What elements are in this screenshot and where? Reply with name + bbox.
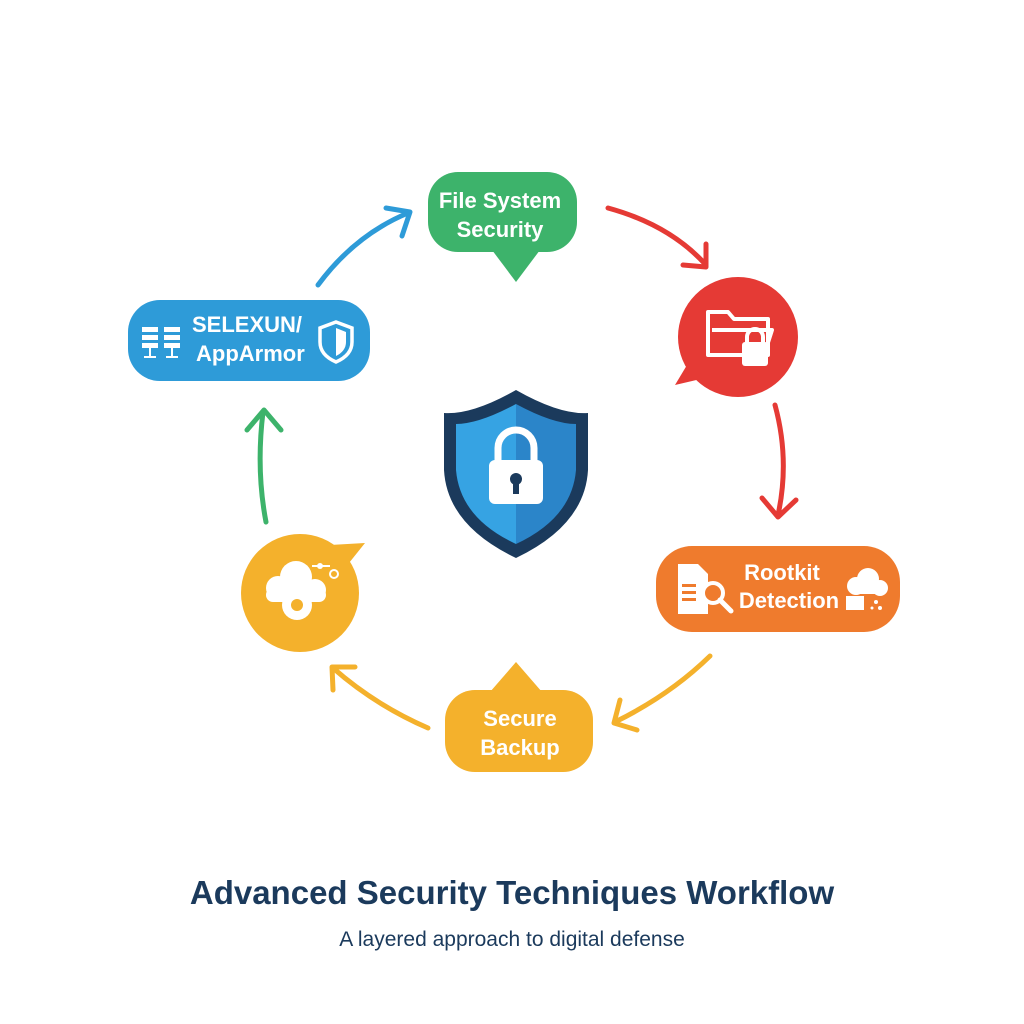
- node-selinux-apparmor[interactable]: SELEXUN/ AppArmor: [128, 300, 370, 381]
- shield-icon: [318, 320, 354, 364]
- arrow-filesystem-to-encryption: [605, 205, 709, 270]
- arrow-encryption-to-rootkit: [759, 402, 799, 520]
- arrow-selinux-to-filesystem: [315, 205, 413, 288]
- node-secure-backup[interactable]: Secure Backup: [445, 662, 593, 772]
- document-search-icon: [678, 564, 734, 614]
- node-encryption[interactable]: [675, 277, 798, 397]
- arrow-rootkit-to-backup: [611, 653, 713, 733]
- diagram-subtitle: A layered approach to digital defense: [339, 928, 685, 951]
- node-label-line2: Backup: [480, 735, 559, 760]
- server-rack-icon: [142, 327, 180, 358]
- arrow-backup-to-cloud: [329, 664, 431, 731]
- node-cloud-configuration[interactable]: [241, 534, 365, 652]
- node-label-line1: Rootkit: [744, 560, 820, 585]
- node-label-line2: Security: [457, 217, 545, 242]
- cloud-breach-icon: [846, 568, 888, 610]
- cloud-gear-icon: [266, 561, 339, 620]
- node-label-line1: File System: [439, 188, 561, 213]
- node-file-system-security[interactable]: File System Security: [428, 172, 577, 282]
- diagram-title: Advanced Security Techniques Workflow: [190, 874, 835, 911]
- arrow-cloud-to-selinux: [244, 407, 284, 525]
- folder-lock-icon: [706, 310, 774, 366]
- center-shield-lock-icon: [444, 390, 588, 558]
- node-label-line1: Secure: [483, 706, 556, 731]
- node-label-line2: Detection: [739, 588, 839, 613]
- node-label-line1: SELEXUN/: [192, 312, 302, 337]
- node-rootkit-detection[interactable]: Rootkit Detection: [656, 546, 900, 632]
- node-label-line2: AppArmor: [196, 341, 305, 366]
